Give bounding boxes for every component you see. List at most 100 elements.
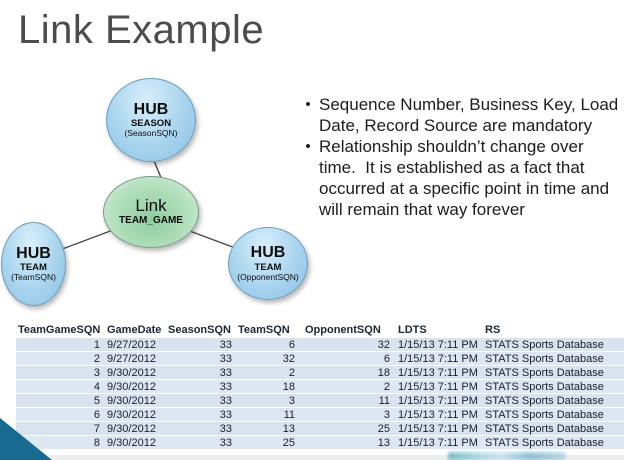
node-key: (SeasonSQN)	[124, 128, 178, 139]
table-cell: 4	[16, 379, 105, 394]
table-cell: 6	[303, 351, 396, 366]
table-cell: STATS Sports Database	[483, 379, 624, 394]
table-cell: 18	[303, 365, 396, 380]
table-cell: 9/30/2012	[105, 435, 166, 450]
node-title: HUB	[250, 244, 286, 262]
table-cell: 9/30/2012	[105, 421, 166, 436]
table-cell: 33	[166, 407, 236, 422]
table-cell: 3	[16, 365, 105, 380]
table-cell: 33	[166, 435, 236, 450]
table-cell: 1/15/13 7:11 PM	[396, 421, 483, 436]
table-cell: 1/15/13 7:11 PM	[396, 351, 483, 366]
table-cell: 7	[16, 421, 105, 436]
bullet-item: • Sequence Number, Business Key, Load Da…	[297, 94, 619, 136]
column-header-opponentsqn: OpponentSQN	[303, 322, 396, 338]
table-cell: 9/30/2012	[105, 365, 166, 380]
column-header-teamsqn: TeamSQN	[236, 322, 303, 338]
node-key: (TeamSQN)	[11, 272, 56, 283]
table-cell: 1/15/13 7:11 PM	[396, 407, 483, 422]
table-cell: 9/30/2012	[105, 407, 166, 422]
hub-link-diagram: HUB SEASON (SeasonSQN) Link TEAM_GAME HU…	[0, 0, 320, 320]
node-title: HUB	[133, 100, 169, 118]
table-cell: 25	[236, 435, 303, 450]
table-cell: 33	[166, 379, 236, 394]
column-header-ldts: LDTS	[396, 322, 483, 338]
table-cell: 25	[303, 421, 396, 436]
table-cell: 32	[303, 338, 396, 352]
table-cell: STATS Sports Database	[483, 338, 624, 352]
table-cell: 11	[236, 407, 303, 422]
connector-line	[186, 229, 239, 250]
table-cell: 1/15/13 7:11 PM	[396, 379, 483, 394]
table-cell: 1	[16, 338, 105, 352]
bullet-text: Sequence Number, Business Key, Load Date…	[319, 95, 623, 135]
table-cell: 9/27/2012	[105, 351, 166, 366]
table-cell: STATS Sports Database	[483, 393, 624, 408]
table-cell: 2	[16, 351, 105, 366]
table-cell: STATS Sports Database	[483, 407, 624, 422]
table-cell: 5	[16, 393, 105, 408]
bullet-item: • Relationship shouldn’t change over tim…	[297, 136, 619, 220]
diagram-node-hub-opponent: HUB TEAM (OpponentSQN)	[228, 227, 308, 300]
table-cell: 1/15/13 7:11 PM	[396, 338, 483, 352]
table-cell: 18	[236, 379, 303, 394]
table-cell: 3	[236, 393, 303, 408]
table-header: TeamGameSQN GameDate SeasonSQN TeamSQN O…	[16, 322, 624, 338]
table-cell: 6	[236, 338, 303, 352]
node-subtitle: TEAM	[20, 262, 47, 274]
page-title: Link Example	[18, 8, 265, 52]
column-header-teamgamesqn: TeamGameSQN	[16, 322, 105, 338]
node-subtitle: TEAM	[254, 261, 282, 273]
column-header-seasonsqn: SeasonSQN	[166, 322, 236, 338]
table-cell: 1/15/13 7:11 PM	[396, 365, 483, 380]
table-cell: 9/30/2012	[105, 379, 166, 394]
table-cell: 11	[303, 393, 396, 408]
column-header-gamedate: GameDate	[105, 322, 166, 338]
table-cell: 33	[166, 365, 236, 380]
table-cell: 32	[236, 351, 303, 366]
bullet-marker: •	[305, 138, 311, 155]
bullet-marker: •	[305, 96, 311, 113]
table-cell: 3	[303, 407, 396, 422]
table-cell: 33	[166, 351, 236, 366]
bottom-strip-decoration	[0, 455, 624, 460]
table-cell: 9/30/2012	[105, 393, 166, 408]
node-title: Link	[135, 196, 167, 216]
table-cell: STATS Sports Database	[483, 435, 624, 450]
table-cell: STATS Sports Database	[483, 351, 624, 366]
table-cell: STATS Sports Database	[483, 421, 624, 436]
table-cell: 33	[166, 338, 236, 352]
table-cell: 9/27/2012	[105, 338, 166, 352]
data-table: TeamGameSQN GameDate SeasonSQN TeamSQN O…	[16, 322, 624, 450]
node-subtitle: TEAM_GAME	[119, 215, 183, 227]
connector-line	[56, 229, 114, 252]
table-cell: 13	[303, 435, 396, 450]
watermark-blur	[448, 452, 566, 460]
bullet-text: Relationship shouldn’t change over time.…	[319, 137, 614, 219]
table-cell: 2	[236, 365, 303, 380]
table-cell: 33	[166, 393, 236, 408]
diagram-node-link: Link TEAM_GAME	[103, 176, 199, 248]
table-cell: 13	[236, 421, 303, 436]
diagram-node-hub-team: HUB TEAM (TeamSQN)	[1, 222, 66, 306]
table-header-row: TeamGameSQN GameDate SeasonSQN TeamSQN O…	[16, 322, 624, 338]
table-cell: 1/15/13 7:11 PM	[396, 393, 483, 408]
node-subtitle: SEASON	[130, 118, 172, 130]
bullet-list: • Sequence Number, Business Key, Load Da…	[297, 94, 619, 220]
diagram-node-hub-season: HUB SEASON (SeasonSQN)	[106, 78, 196, 162]
table-cell: 6	[16, 407, 105, 422]
table-cell: 1/15/13 7:11 PM	[396, 435, 483, 450]
node-title: HUB	[16, 244, 51, 262]
node-key: (OpponentSQN)	[237, 271, 299, 282]
table-cell: 2	[303, 379, 396, 394]
